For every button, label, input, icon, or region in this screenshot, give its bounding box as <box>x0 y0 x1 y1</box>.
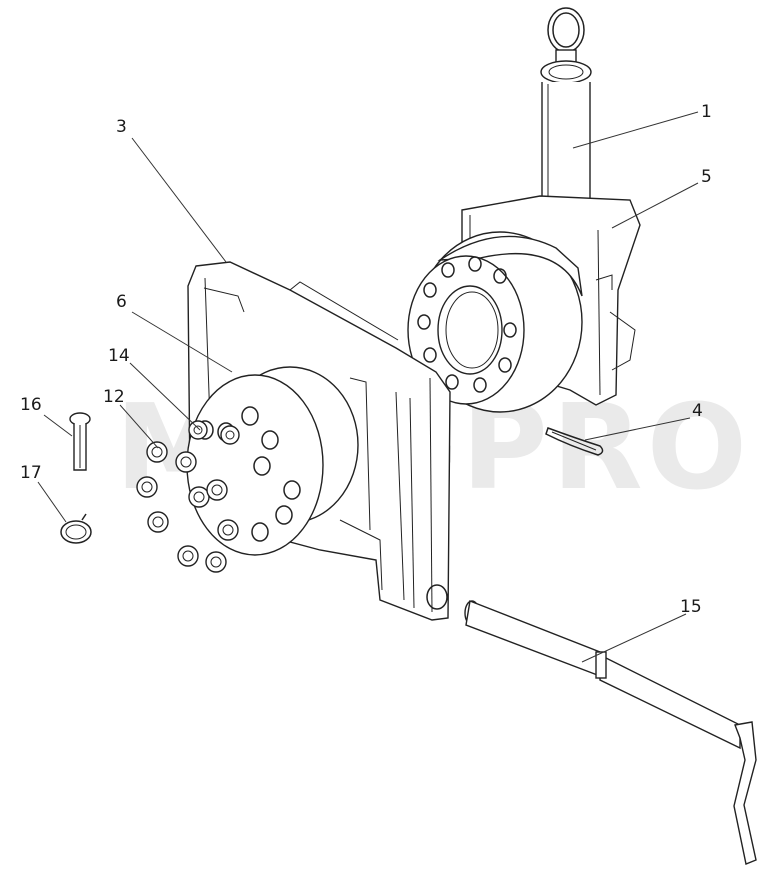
callout-6: 6 <box>116 292 127 312</box>
part-1-pin-with-ring <box>540 7 592 232</box>
callout-5: 5 <box>701 167 712 187</box>
part-17-spring-ring <box>60 513 92 544</box>
callout-3: 3 <box>116 117 127 137</box>
callout-16: 16 <box>20 395 42 415</box>
callout-12: 12 <box>103 387 125 407</box>
callout-17: 17 <box>20 463 42 483</box>
callout-1: 1 <box>701 102 712 122</box>
part-16-pin <box>69 412 91 471</box>
callout-14: 14 <box>108 346 130 366</box>
part-5-bracket-housing <box>407 195 641 413</box>
part-15-handle-rod <box>464 600 757 865</box>
callout-labels: 1 3 4 5 6 12 14 15 16 17 <box>20 102 712 617</box>
callout-4: 4 <box>692 401 703 421</box>
part-4-cotter-pin <box>545 427 604 456</box>
part-6-flange-disc <box>186 366 359 556</box>
callout-leaders <box>37 111 699 663</box>
callout-15: 15 <box>680 597 702 617</box>
